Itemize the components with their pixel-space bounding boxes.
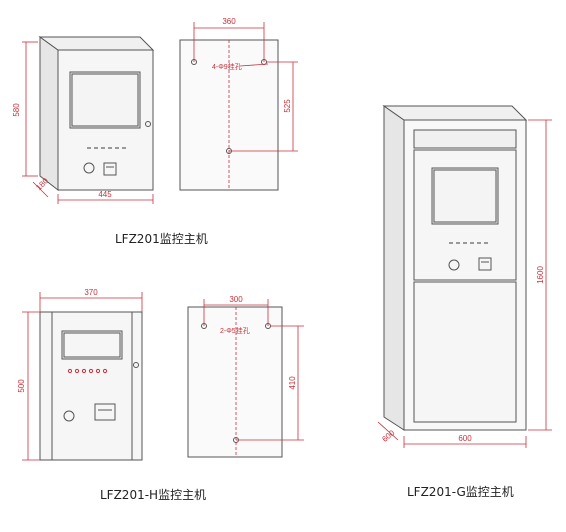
lfz201h-back-dimensions (203, 299, 304, 457)
lfz201g-led-row (449, 242, 488, 244)
lfz201-dimensions (22, 41, 154, 204)
lfz201-led-row (87, 147, 126, 149)
dim-lfz201h-height: 500 (17, 379, 26, 393)
caption-lfz201: LFZ201监控主机 (115, 232, 208, 246)
dim-lfz201g-height: 1600 (536, 266, 545, 284)
dim-lfz201-hole-vert: 525 (283, 99, 292, 113)
lfz201h-back-view (187, 306, 283, 458)
dim-lfz201h-hole-span: 300 (229, 295, 243, 304)
caption-lfz201-h: LFZ201-H监控主机 (100, 488, 207, 502)
lfz201h-cabinet (39, 311, 143, 461)
note-lfz201-holes: 4-Φ9挂孔 (212, 62, 242, 71)
lfz201-back-dimensions (193, 22, 298, 190)
lfz201-cabinet-3d (38, 36, 155, 192)
dim-lfz201g-depth: 600 (380, 428, 396, 444)
lfz201g-dimensions (377, 119, 552, 448)
lfz201g-cabinet (382, 105, 528, 431)
lfz201h-led-row (67, 368, 108, 374)
dim-lfz201h-hole-vert: 410 (288, 376, 297, 390)
dim-lfz201-hole-span: 360 (222, 17, 236, 26)
dim-lfz201-height: 580 (12, 103, 21, 117)
dim-lfz201-width: 445 (98, 190, 112, 199)
dim-lfz201h-width: 370 (84, 288, 98, 297)
note-lfz201h-holes: 2-Φ5挂孔 (220, 326, 250, 335)
dim-lfz201g-width: 600 (458, 434, 472, 443)
caption-lfz201-g: LFZ201-G监控主机 (407, 485, 514, 499)
lfz201h-dimensions (22, 292, 143, 461)
